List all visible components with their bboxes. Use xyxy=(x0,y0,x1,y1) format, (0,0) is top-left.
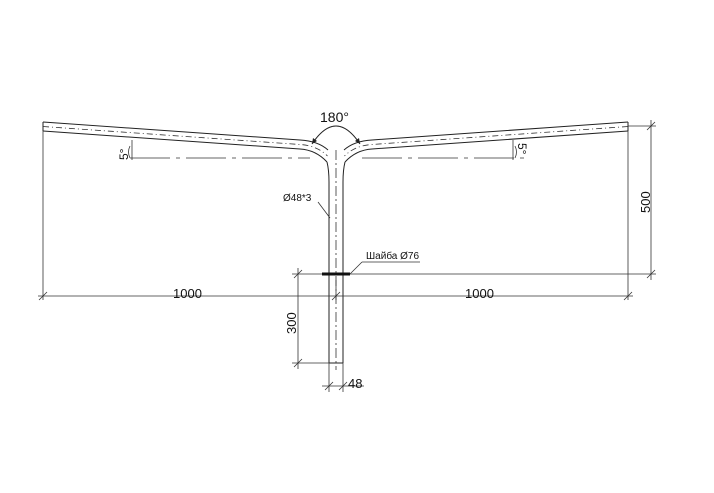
tilt-right-angle xyxy=(512,140,517,160)
tilt-left-label: 5° xyxy=(117,148,131,160)
angle-label: 180° xyxy=(320,109,349,125)
dimension-horizontal xyxy=(38,131,633,301)
dimension-width-label: 48 xyxy=(348,376,362,391)
right-arm xyxy=(343,121,629,163)
dimension-embed-label: 300 xyxy=(284,312,299,334)
dimension-width xyxy=(322,363,364,392)
dimension-left-arm-label: 1000 xyxy=(173,286,202,301)
washer-label: Шайба Ø76 xyxy=(366,250,419,262)
vertical-post xyxy=(326,150,346,370)
washer xyxy=(322,261,420,276)
pipe-label: Ø48*3 xyxy=(283,193,312,204)
dimension-embed xyxy=(292,268,329,369)
angle-arc-180 xyxy=(311,125,361,145)
pipe-leader xyxy=(317,201,331,219)
dimension-right-arm-label: 1000 xyxy=(465,286,494,301)
left-arm xyxy=(42,121,329,163)
tilt-right-label: 5° xyxy=(515,143,529,155)
dimension-height xyxy=(350,120,656,280)
dimension-height-label: 500 xyxy=(638,191,653,213)
tilt-left-angle xyxy=(128,140,133,160)
